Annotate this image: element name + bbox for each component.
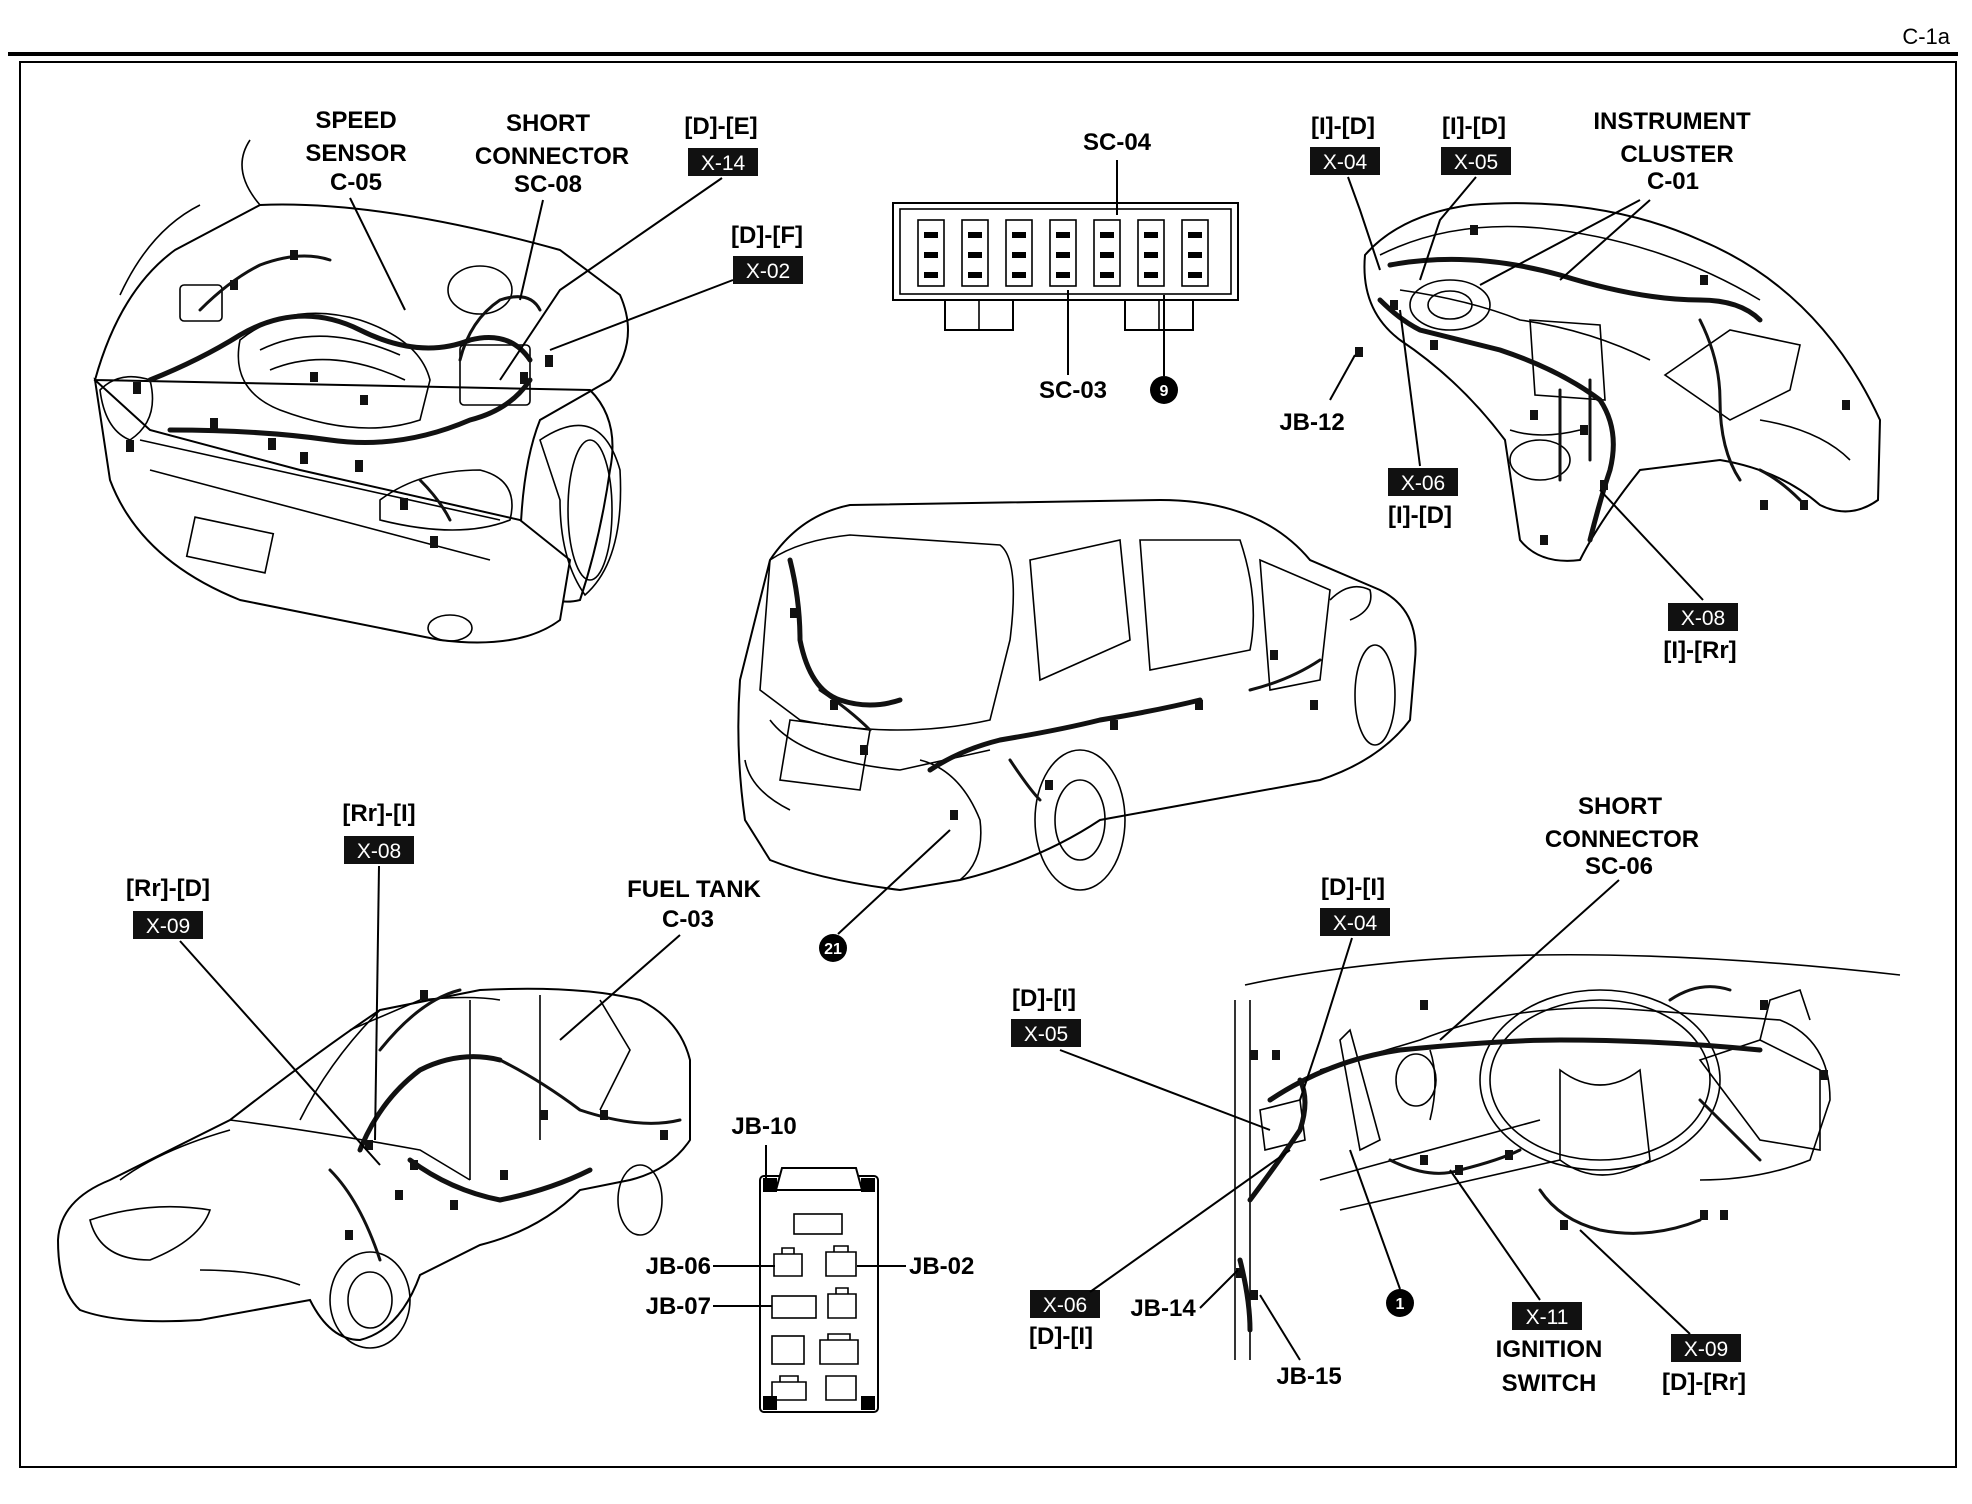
jb02-label: JB-02	[909, 1253, 974, 1280]
instrument-panel-view: [I]-[D] X-04 [I]-[D] X-05 INSTRUMENT CLU…	[1279, 108, 1882, 664]
marker-21	[819, 934, 847, 962]
engine-bay-view: SPEED SENSOR C-05 SHORT CONNECTOR SC-08 …	[93, 107, 803, 644]
dash-x05-ref: [D]-[I]	[1012, 985, 1076, 1012]
ip-x04-ref: [I]-[D]	[1311, 113, 1375, 140]
sc03-label: SC-03	[1039, 377, 1107, 404]
junction-box-view: JB-10 JB-06 JB-02 JB-07	[646, 1113, 974, 1413]
engine-df-ref: [D]-[F]	[731, 222, 803, 249]
floor-x09-tag	[133, 911, 203, 939]
ip-x06-text: X-06	[1401, 472, 1445, 495]
speed-sensor-label-3: C-05	[330, 169, 382, 196]
dash-x06-text: X-06	[1043, 1294, 1087, 1317]
floor-x09-ref: [Rr]-[D]	[126, 875, 210, 902]
dash-x04-tag	[1320, 908, 1390, 936]
sc08-label-2: CONNECTOR	[475, 143, 629, 170]
ignition-label-1: IGNITION	[1496, 1336, 1603, 1363]
engine-x02-tag	[733, 256, 803, 284]
jb07-label: JB-07	[646, 1293, 711, 1320]
dash-x06-ref: [D]-[I]	[1029, 1323, 1093, 1350]
ip-x04-tag	[1310, 147, 1380, 175]
floor-harness-view: [Rr]-[I] X-08 [Rr]-[D] X-09 FUEL TANK C-…	[56, 800, 762, 1349]
dash-steering-view: SHORT CONNECTOR SC-06 [D]-[I] X-04 [D]-[…	[1011, 793, 1901, 1397]
ip-x04-text: X-04	[1323, 151, 1368, 174]
sc06-label-1: SHORT	[1578, 793, 1662, 820]
floor-x09-text: X-09	[146, 915, 190, 938]
short-connector-block-view: SC-04 SC-03 9	[892, 129, 1239, 404]
engine-x14-tag	[688, 148, 758, 176]
dash-x11-tag	[1512, 1302, 1582, 1330]
floor-x08-text: X-08	[357, 840, 401, 863]
dash-x09-tag	[1671, 1334, 1741, 1362]
engine-x14-text: X-14	[701, 152, 746, 175]
sc04-label: SC-04	[1083, 129, 1152, 156]
page-code: C-1a	[1902, 24, 1950, 49]
speed-sensor-label-2: SENSOR	[305, 140, 406, 167]
dash-x04-ref: [D]-[I]	[1321, 874, 1385, 901]
dash-jb15-label: JB-15	[1276, 1363, 1341, 1390]
dash-x05-tag	[1011, 1019, 1081, 1047]
floor-x08-ref: [Rr]-[I]	[342, 800, 415, 827]
marker-9-text: 9	[1160, 383, 1169, 400]
engine-de-ref: [D]-[E]	[684, 113, 757, 140]
ip-x05-tag	[1441, 147, 1511, 175]
jb06-label: JB-06	[646, 1253, 711, 1280]
dash-x05-text: X-05	[1024, 1023, 1068, 1046]
ignition-label-2: SWITCH	[1502, 1370, 1597, 1397]
dash-x04-text: X-04	[1333, 912, 1378, 935]
ip-jb12-label: JB-12	[1279, 409, 1344, 436]
page-frame	[19, 61, 1957, 1468]
ip-x08-ref: [I]-[Rr]	[1663, 637, 1736, 664]
cluster-label-3: C-01	[1647, 168, 1699, 195]
jb10-label: JB-10	[731, 1113, 796, 1140]
ip-x08-text: X-08	[1681, 607, 1725, 630]
sc08-label-3: SC-08	[514, 171, 582, 198]
sc06-label-2: CONNECTOR	[1545, 826, 1699, 853]
ip-x06-ref: [I]-[D]	[1388, 502, 1452, 529]
fuel-tank-label-2: C-03	[662, 906, 714, 933]
marker-1-text: 1	[1396, 1296, 1405, 1313]
cluster-label-1: INSTRUMENT	[1593, 108, 1751, 135]
engine-x02-text: X-02	[746, 260, 790, 283]
dash-x09-ref: [D]-[Rr]	[1662, 1369, 1746, 1396]
ip-x05-text: X-05	[1454, 151, 1498, 174]
dash-jb14-label: JB-14	[1130, 1295, 1196, 1322]
ip-x08-tag	[1668, 603, 1738, 631]
floor-x08-tag	[344, 836, 414, 864]
sc06-label-3: SC-06	[1585, 853, 1653, 880]
marker-21-text: 21	[824, 941, 842, 958]
header-rule	[8, 52, 1958, 56]
dash-x09-text: X-09	[1684, 1338, 1728, 1361]
sc08-label-1: SHORT	[506, 110, 590, 137]
marker-9	[1150, 376, 1178, 404]
fuel-tank-label-1: FUEL TANK	[627, 876, 761, 903]
ip-x06-tag	[1388, 468, 1458, 496]
dash-x11-text: X-11	[1526, 1306, 1569, 1329]
dash-x06-tag	[1030, 1290, 1100, 1318]
marker-1	[1386, 1289, 1414, 1317]
ip-x05-ref: [I]-[D]	[1442, 113, 1506, 140]
speed-sensor-label-1: SPEED	[315, 107, 396, 134]
rear-van-view: 21	[737, 498, 1417, 962]
cluster-label-2: CLUSTER	[1620, 141, 1733, 168]
